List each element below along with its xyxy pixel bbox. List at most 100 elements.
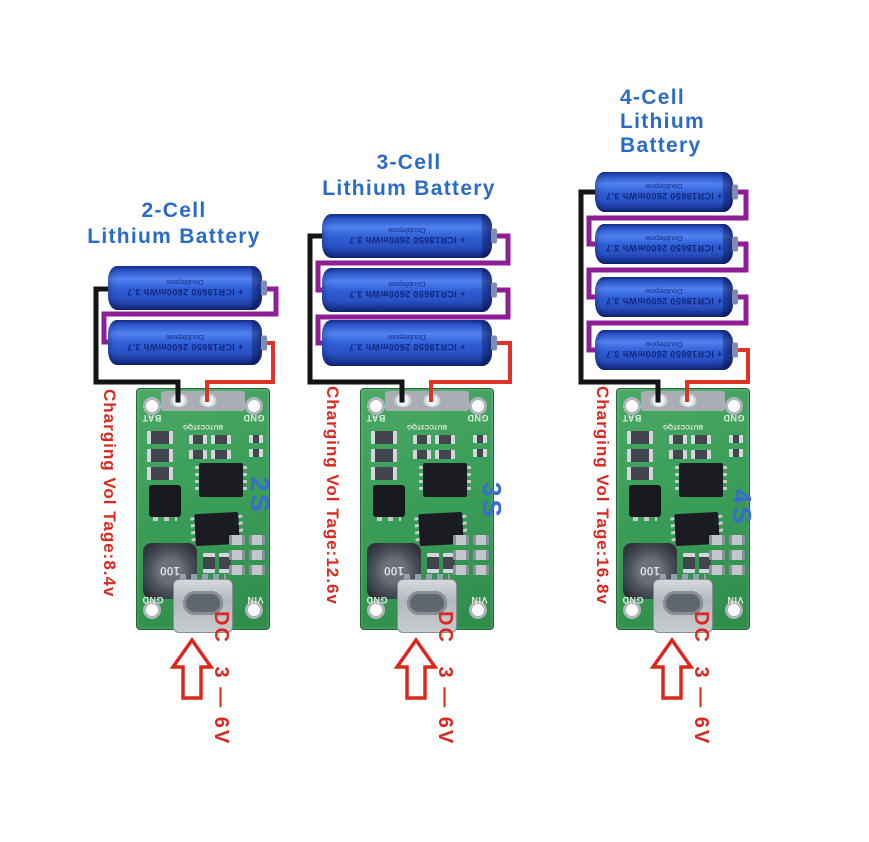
- smd-component: [699, 553, 711, 573]
- smd-component: [147, 449, 173, 462]
- mounting-hole: [469, 601, 487, 619]
- dc-input-label: DC 3 — 6V: [210, 611, 232, 746]
- smd-component: [627, 467, 653, 480]
- title-line: Lithium Battery: [87, 225, 261, 248]
- charging-voltage-label-2s: Charging Vol Tage:8.4v: [100, 389, 119, 598]
- capacitor: [709, 535, 725, 545]
- capacitor: [249, 535, 265, 545]
- title-3-cell: 3-Cell Lithium Battery: [293, 150, 525, 202]
- battery-cap: [723, 332, 733, 368]
- battery-cap: [723, 226, 733, 262]
- battery-print: + ICR18650 2600mWh 3.7 Doublepow: [348, 333, 466, 353]
- dc-input-arrow-icon: [394, 637, 438, 700]
- battery-print: + ICR18650 2600mWh 3.7 Doublepow: [605, 340, 723, 360]
- mounting-hole: [143, 601, 161, 619]
- wire-black-negative: [307, 233, 405, 403]
- capacitor: [453, 565, 469, 575]
- battery-cap: [482, 322, 492, 364]
- title-line: 4-Cell: [620, 86, 685, 109]
- smd-component: [189, 435, 207, 444]
- capacitor: [473, 535, 489, 545]
- title-line: 3-Cell: [376, 151, 442, 174]
- smd-component: [189, 450, 207, 459]
- title-2-cell: 2-Cell Lithium Battery: [58, 198, 290, 250]
- smd-component: [435, 450, 455, 459]
- capacitor: [229, 535, 245, 545]
- capacitor: [229, 550, 245, 560]
- battery-cap: [482, 270, 492, 310]
- capacitor: [453, 535, 469, 545]
- charger-module-4s: BAT GND BU7CC3TQG 100 GND VIN: [616, 388, 750, 633]
- battery-cap: [252, 268, 262, 308]
- usb-c-shell: [407, 591, 447, 615]
- battery-cap: [482, 216, 492, 256]
- charger-module-3s: BAT GND BU7CC3TQG 100 GND VIN: [360, 388, 494, 633]
- battery-positive-tip: [491, 228, 497, 244]
- battery-18650: + ICR18650 2600mWh 3.7 Doublepow: [595, 277, 738, 317]
- capacitor: [249, 550, 265, 560]
- smd-component: [249, 435, 263, 443]
- ic-chip: [675, 463, 727, 497]
- capacitor: [729, 565, 745, 575]
- battery-18650: + ICR18650 2600mWh 3.7 Doublepow: [595, 224, 738, 264]
- smd-component: [413, 450, 431, 459]
- battery-positive-tip: [491, 282, 497, 298]
- battery-positive-tip: [261, 280, 267, 296]
- usb-c-port: [173, 574, 233, 633]
- battery-18650: + ICR18650 2600mWh 3.7 Doublepow: [322, 214, 497, 258]
- dc-input-arrow-icon: [170, 637, 214, 700]
- wire-purple-series-link: [101, 286, 279, 345]
- smd-component: [683, 553, 695, 573]
- capacitor: [249, 565, 265, 575]
- title-line: Lithium Battery: [322, 177, 496, 200]
- mounting-hole: [725, 601, 743, 619]
- battery-print: + ICR18650 2600mWh 3.7 Doublepow: [605, 182, 723, 202]
- smd-component: [669, 450, 687, 459]
- battery-cap: [252, 322, 262, 363]
- battery-positive-tip: [732, 184, 738, 200]
- wire-red-positive: [685, 348, 750, 402]
- smd-component: [147, 467, 173, 480]
- charging-voltage-label-3s: Charging Vol Tage:12.6v: [323, 386, 342, 605]
- dc-input-label: DC 3 — 6V: [434, 611, 456, 746]
- battery-18650: + ICR18650 2600mWh 3.7 Doublepow: [108, 320, 267, 365]
- battery-18650: + ICR18650 2600mWh 3.7 Doublepow: [322, 320, 497, 366]
- smd-component: [443, 553, 455, 573]
- battery-print: + ICR18650 2600mWh 3.7 Doublepow: [126, 278, 244, 298]
- usb-c-port: [397, 574, 457, 633]
- wire-red-positive: [429, 341, 512, 402]
- battery-cap: [723, 279, 733, 315]
- title-line: Lithium: [620, 110, 705, 133]
- wire-red-positive: [205, 341, 275, 402]
- ic-chip: [195, 463, 247, 497]
- capacitor: [473, 565, 489, 575]
- smd-component: [203, 553, 215, 573]
- dc-input-arrow-icon: [650, 637, 694, 700]
- title-4-cell: 4-Cell Lithium Battery: [620, 86, 820, 158]
- smd-component: [371, 431, 397, 444]
- wire-purple-series-link: [586, 294, 749, 353]
- usb-c-port: [653, 574, 713, 633]
- title-line: 2-Cell: [141, 199, 207, 222]
- smd-component: [627, 431, 653, 444]
- battery-18650: + ICR18650 2600mWh 3.7 Doublepow: [322, 268, 497, 312]
- mounting-hole: [725, 397, 743, 415]
- battery-18650: + ICR18650 2600mWh 3.7 Doublepow: [595, 330, 738, 370]
- smd-component: [473, 435, 487, 443]
- mounting-hole: [367, 601, 385, 619]
- mounting-hole: [245, 397, 263, 415]
- smd-component: [147, 431, 173, 444]
- battery-print: + ICR18650 2600mWh 3.7 Doublepow: [605, 234, 723, 254]
- smd-component: [371, 467, 397, 480]
- capacitor: [453, 550, 469, 560]
- mosfet: [149, 485, 181, 521]
- battery-positive-tip: [732, 342, 738, 358]
- battery-18650: + ICR18650 2600mWh 3.7 Doublepow: [595, 172, 738, 212]
- wire-purple-series-link: [315, 233, 511, 293]
- charger-module-2s: BAT GND BU7CC3TQG 100 GND VIN: [136, 388, 270, 633]
- mounting-hole: [469, 397, 487, 415]
- smd-component: [249, 449, 263, 457]
- capacitor: [473, 550, 489, 560]
